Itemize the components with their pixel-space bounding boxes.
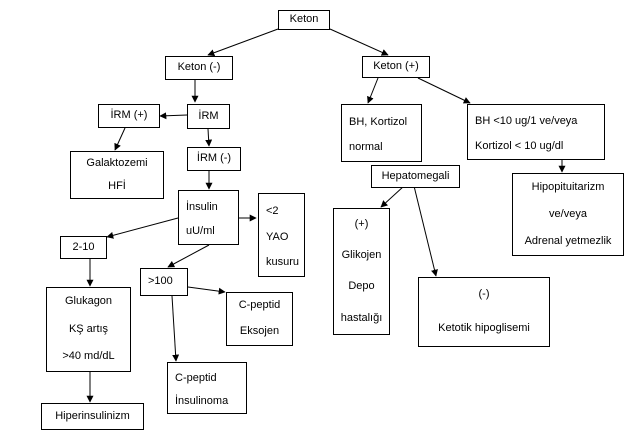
arrow-irm-pos-to-galaktozemi [114,127,126,151]
cpeptid-eksojen-node: C-peptid Eksojen [226,292,293,346]
arrow-irm-to-irm-pos [159,112,188,120]
bh-low-node: BH <10 ug/1 ve/veya Kortizol < 10 ug/dl [467,104,605,160]
arrow-keton-to-keton-pos [329,28,389,56]
irm-label: İRM [198,109,219,122]
arrow-over-100-to-cpeptid-insulinoma [171,295,180,362]
bh-kortizol-label: BH, Kortizol [349,115,408,128]
insulinoma-label: İnsulinoma [175,394,229,407]
glikojen-depo-node: (+) Glikojen Depo hastalığı [333,208,390,335]
over-100-label: >100 [148,275,173,288]
ketotik-hipoglisemi-label: Ketotik hipoglisemi [438,322,530,335]
glukagon-label: Glukagon [64,294,113,307]
irm-positive-label: İRM (+) [110,109,148,122]
hfi-label: HFİ [108,179,126,192]
keton-negative-label: Keton (-) [177,61,221,74]
cpeptid-insulinoma-node: C-peptid İnsulinoma [167,362,247,414]
arrow-keton-pos-to-bh-kortizol [367,77,379,104]
yao-kusuru-node: <2 YAO kusuru [258,193,305,277]
bh-kortizol-normal-node: BH, Kortizol normal [341,104,422,162]
glikojen-label: Glikojen [341,249,382,261]
kusuru-label: kusuru [266,256,300,269]
arrow-hepatomegali-to-ketotik [413,185,438,277]
keton-label: Keton [289,13,319,26]
ketotik-hipoglisemi-node: (-) Ketotik hipoglisemi [418,277,550,347]
insulin-label: İnsulin [186,201,218,214]
insulin-node: İnsulin uU/ml [178,190,239,245]
irm-positive-node: İRM (+) [98,104,160,128]
hiperinsulinizm-label: Hiperinsulinizm [55,409,130,422]
cpeptid-eksojen-label: C-peptid [238,299,281,312]
hipopituitarizm-node: Hipopituitarizm ve/veya Adrenal yetmezli… [512,173,624,256]
hepatomegali-node: Hepatomegali [371,165,460,188]
irm-negative-node: İRM (-) [187,147,241,171]
keton-positive-node: Keton (+) [362,56,430,78]
eksojen-label: Eksojen [239,325,280,338]
ketotik-negative-label: (-) [478,288,490,301]
glukagon-threshold-label: >40 md/dL [62,350,115,363]
yao-label: YAO [266,230,289,243]
hastaligi-label: hastalığı [340,311,383,324]
keton-negative-node: Keton (-) [165,56,233,80]
depo-label: Depo [348,280,375,293]
adrenal-yetmezlik-label: Adrenal yetmezlik [524,234,612,247]
galaktozemi-label: Galaktozemi [86,156,148,169]
cpeptid-insulinoma-label: C-peptid [175,372,217,385]
hipopituitarizm-label: Hipopituitarizm [531,180,605,193]
irm-node: İRM [187,104,230,129]
glukagon-node: Glukagon KŞ artış >40 md/dL [46,287,131,372]
hepatomegali-label: Hepatomegali [381,169,450,182]
ve-veya-label: ve/veya [549,207,587,220]
over-100-node: >100 [140,268,188,296]
bh-low-label: BH <10 ug/1 ve/veya [475,115,578,128]
yao-threshold-label: <2 [266,204,279,217]
hiperinsulinizm-node: Hiperinsulinizm [41,403,144,430]
arrow-keton-to-keton-neg [207,28,279,57]
arrow-keton-pos-to-bh-low [417,77,471,104]
arrow-insulin-to-range [106,217,179,239]
range-2-10-node: 2-10 [60,236,107,259]
irm-negative-label: İRM (-) [196,152,232,165]
arrow-hepatomegali-to-glikojen [380,185,405,208]
kortizol-low-label: Kortizol < 10 ug/dl [475,139,564,152]
insulin-unit-label: uU/ml [186,225,215,238]
arrow-over-100-to-cpeptid-eksojen [187,286,226,295]
galaktozemi-node: Galaktozemi HFİ [70,151,164,199]
arrow-insulin-to-over-100 [167,244,210,268]
glikojen-positive-label: (+) [354,217,369,230]
arrow-irm-to-irm-neg [205,128,213,147]
keton-positive-label: Keton (+) [373,60,419,73]
keton-node: Keton [278,10,330,30]
normal-label: normal [349,141,383,154]
ks-artis-label: KŞ artış [68,322,109,335]
range-2-10-label: 2-10 [72,240,95,253]
